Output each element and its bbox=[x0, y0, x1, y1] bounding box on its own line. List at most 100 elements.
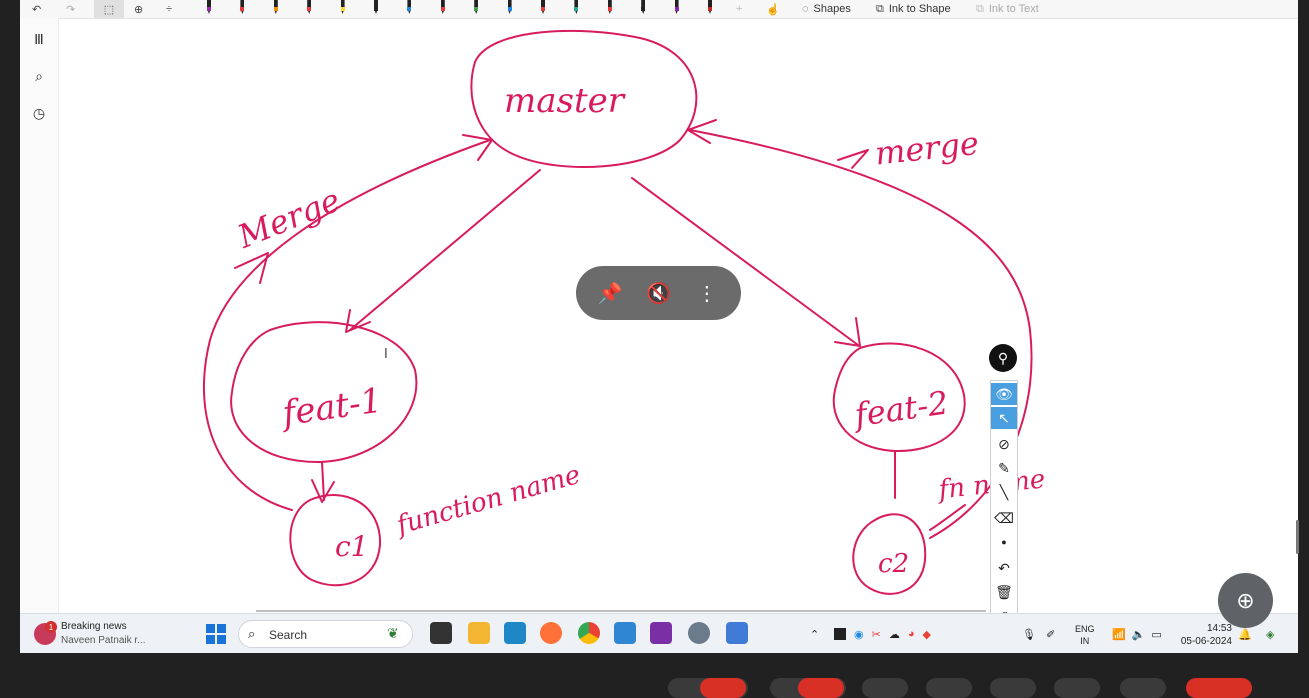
taskbar: 1 Breaking news Naveen Patnaik r... ⌕ Se… bbox=[20, 613, 1298, 653]
vscode-icon[interactable] bbox=[614, 622, 636, 644]
clock[interactable]: 14:53 05-06-2024 bbox=[1177, 622, 1232, 648]
library-icon[interactable]: Ⅲ bbox=[34, 30, 44, 47]
search-icon: ⌕ bbox=[248, 626, 256, 641]
horizontal-scroll-indicator[interactable] bbox=[256, 610, 986, 612]
pen-icon[interactable] bbox=[571, 0, 581, 14]
pen-color-swatch bbox=[474, 7, 479, 11]
redo-icon[interactable]: ↷ bbox=[66, 3, 76, 16]
lasso-select-icon[interactable]: ⬚ bbox=[94, 0, 124, 18]
file-explorer-icon[interactable] bbox=[468, 622, 490, 644]
ink-to-shape-button[interactable]: ⧉ Ink to Shape bbox=[876, 0, 951, 18]
arrow-master-feat2 bbox=[631, 177, 859, 346]
pen-icon[interactable] bbox=[605, 0, 615, 14]
chrome-icon[interactable] bbox=[578, 622, 600, 644]
mute-icon[interactable]: 🔇 bbox=[646, 282, 671, 305]
history-clock-icon[interactable]: ◷ bbox=[32, 104, 46, 121]
pen-icon[interactable] bbox=[338, 0, 348, 14]
delete-icon[interactable]: 🗑 bbox=[995, 583, 1013, 600]
add-space-icon[interactable]: ⊕ bbox=[134, 3, 144, 16]
pen-icon[interactable] bbox=[505, 0, 515, 14]
remote-desktop-icon[interactable] bbox=[504, 622, 526, 644]
pen-icon[interactable] bbox=[204, 0, 214, 14]
search-highlight-icon: ❦ bbox=[387, 625, 399, 641]
add-pen-icon[interactable]: + bbox=[736, 3, 743, 15]
onedrive-icon[interactable]: ☁ bbox=[888, 628, 900, 641]
clock-time: 14:53 bbox=[1206, 623, 1232, 634]
news-widget[interactable]: 1 Breaking news Naveen Patnaik r... bbox=[34, 619, 174, 649]
pen-color-swatch bbox=[507, 7, 512, 11]
pen-icon[interactable] bbox=[438, 0, 448, 14]
vertical-scroll-handle[interactable] bbox=[1296, 520, 1299, 554]
meeting-bar-button[interactable] bbox=[1054, 678, 1100, 698]
text-cursor-icon: I bbox=[384, 347, 388, 362]
merge-right-label: merge bbox=[873, 124, 980, 173]
merge-left-label: Merge bbox=[232, 181, 346, 256]
pen-icon[interactable] bbox=[237, 0, 247, 14]
battery-icon: ▭ bbox=[1151, 628, 1162, 641]
pen-icon[interactable] bbox=[471, 0, 481, 14]
select-cursor-icon[interactable]: ↖ bbox=[991, 407, 1017, 429]
line-icon[interactable]: ╲ bbox=[999, 483, 1009, 500]
shapes-button[interactable]: ◌ Shapes bbox=[802, 0, 851, 18]
undo-icon[interactable]: ↶ bbox=[998, 559, 1010, 576]
app-tray-icon[interactable]: ◆ bbox=[922, 628, 931, 641]
network-app-icon[interactable]: ◉ bbox=[854, 628, 864, 641]
meeting-bar-camera-button[interactable] bbox=[798, 678, 844, 698]
pen-icon[interactable] bbox=[371, 0, 381, 14]
meeting-bar-button[interactable] bbox=[1120, 678, 1166, 698]
language-top: ENG bbox=[1075, 624, 1095, 634]
pen-color-swatch bbox=[207, 7, 211, 11]
taskbar-search[interactable]: ⌕ Search ❦ bbox=[238, 620, 413, 648]
leave-call-button[interactable] bbox=[1186, 678, 1252, 698]
pen-icon[interactable] bbox=[638, 0, 648, 14]
eraser-icon[interactable]: ⌫ bbox=[994, 509, 1014, 526]
more-options-icon[interactable]: ⋮ bbox=[696, 282, 717, 305]
pen-icon[interactable] bbox=[304, 0, 314, 14]
view-icon[interactable]: 👁 bbox=[991, 383, 1017, 405]
pen-toolbar-body: 👁 ↖ ⊘ ✎ ╲ ⌫ ● ↶ 🗑 ⎙ 📷 bbox=[990, 380, 1018, 653]
quick-settings[interactable]: 📶 🔈 ▭ bbox=[1112, 614, 1162, 653]
news-badge: 1 bbox=[45, 621, 57, 633]
ink-to-text-button[interactable]: ⧉ Ink to Text bbox=[976, 0, 1039, 18]
pen-icon[interactable] bbox=[672, 0, 682, 14]
firefox-icon[interactable] bbox=[540, 622, 562, 644]
nvidia-icon[interactable] bbox=[834, 628, 846, 640]
dot-icon[interactable]: ● bbox=[1001, 537, 1007, 547]
language-indicator[interactable]: ENG IN bbox=[1075, 623, 1095, 647]
pen-tray-icon[interactable]: ✐ bbox=[1046, 628, 1056, 641]
meeting-bar-button[interactable] bbox=[862, 678, 908, 698]
task-view-icon[interactable] bbox=[430, 622, 452, 644]
pen-icon[interactable] bbox=[538, 0, 548, 14]
chrome-tray-icon[interactable]: ◕ bbox=[907, 628, 915, 640]
pen-icon[interactable] bbox=[404, 0, 414, 14]
snipping-icon[interactable]: ✂ bbox=[871, 628, 881, 641]
pen-mode-icon[interactable]: ⚲ bbox=[989, 344, 1017, 372]
zoom-in-icon[interactable]: ⊕ bbox=[1218, 573, 1273, 628]
pen-color-swatch bbox=[541, 7, 545, 11]
c1-label: c1 bbox=[335, 530, 369, 563]
insert-space-icon[interactable]: ÷ bbox=[166, 3, 173, 15]
meeting-bar-button[interactable] bbox=[926, 678, 972, 698]
meeting-bar-mic-button[interactable] bbox=[700, 678, 746, 698]
pen-color-swatch bbox=[240, 7, 245, 11]
ink-to-text-icon: ⧉ bbox=[976, 2, 984, 15]
highlighter-icon[interactable]: ✎ bbox=[998, 459, 1010, 476]
notepad-icon[interactable] bbox=[726, 622, 748, 644]
onenote-icon[interactable] bbox=[650, 622, 672, 644]
undo-icon[interactable]: ↶ bbox=[32, 3, 42, 16]
navigation-rail: Ⅲ ⌕ ◷ bbox=[20, 18, 59, 613]
show-hidden-icons-chevron[interactable]: ⌃ bbox=[810, 628, 820, 641]
meeting-bar-button[interactable] bbox=[990, 678, 1036, 698]
search-icon[interactable]: ⌕ bbox=[35, 67, 43, 84]
pen-icon[interactable] bbox=[705, 0, 715, 14]
touch-draw-icon[interactable]: ☝ bbox=[766, 3, 780, 16]
notification-bell-icon[interactable]: 🔔 bbox=[1238, 628, 1252, 641]
microphone-icon[interactable]: 🎙 bbox=[1022, 628, 1036, 641]
disable-icon[interactable]: ⊘ bbox=[998, 435, 1010, 452]
copilot-icon[interactable]: ◈ bbox=[1266, 628, 1275, 641]
windows-start-icon[interactable] bbox=[206, 624, 226, 644]
pen-icon[interactable] bbox=[271, 0, 281, 14]
settings-gear-icon[interactable] bbox=[688, 622, 710, 644]
ink-to-shape-icon: ⧉ bbox=[876, 2, 884, 15]
unpin-icon[interactable]: 📌 bbox=[597, 282, 623, 305]
